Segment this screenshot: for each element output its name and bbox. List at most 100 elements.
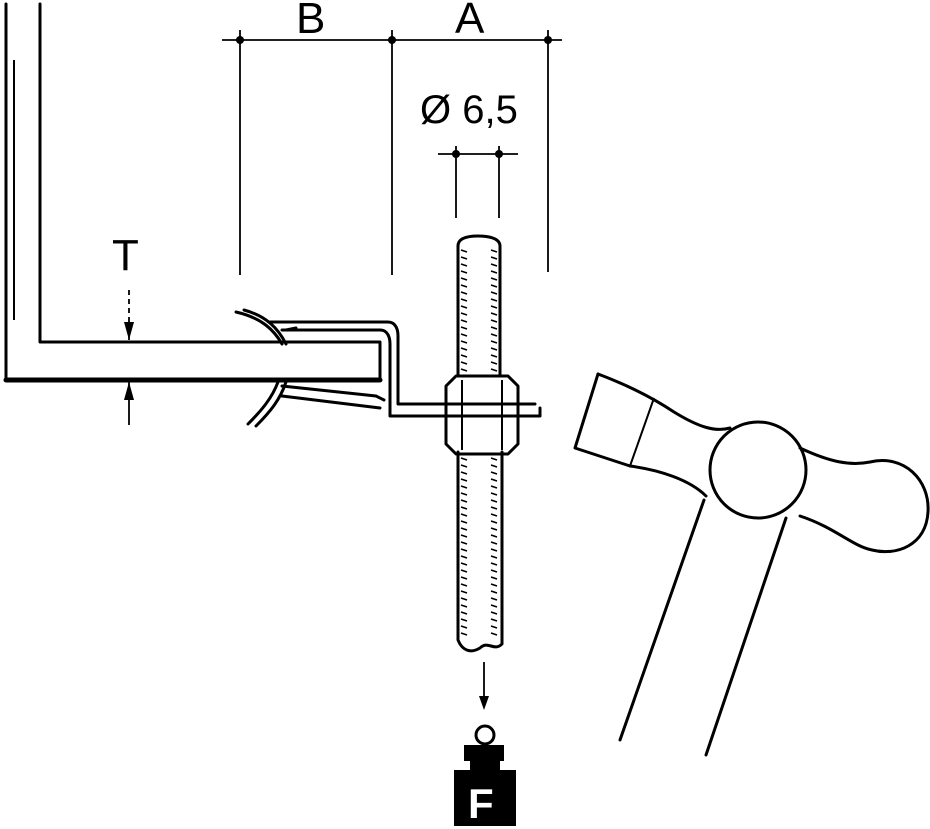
- thread-mark: [490, 277, 498, 281]
- hammer-icon: [573, 372, 930, 757]
- thread-mark: [490, 492, 498, 496]
- thread-mark: [460, 256, 468, 260]
- thread-mark: [460, 457, 468, 461]
- thread-mark: [490, 618, 498, 622]
- thread-mark: [460, 632, 468, 636]
- thread-mark: [460, 312, 468, 316]
- thread-mark: [460, 471, 468, 475]
- thread-mark: [460, 326, 468, 330]
- thickness-dimension: [124, 290, 134, 425]
- thread-mark: [490, 347, 498, 351]
- thread-mark: [460, 541, 468, 545]
- thread-mark: [490, 361, 498, 365]
- diameter-label: Ø 6,5: [420, 88, 518, 132]
- thread-mark: [460, 368, 468, 372]
- thread-mark: [460, 354, 468, 358]
- thread-mark: [490, 340, 498, 344]
- thread-mark: [490, 632, 498, 636]
- thread-mark: [460, 347, 468, 351]
- thread-mark: [490, 284, 498, 288]
- thread-mark: [460, 361, 468, 365]
- thread-mark: [490, 555, 498, 559]
- thread-mark: [490, 541, 498, 545]
- thread-mark: [490, 548, 498, 552]
- thread-mark: [460, 583, 468, 587]
- thread-mark: [490, 562, 498, 566]
- thread-mark: [490, 478, 498, 482]
- thread-mark: [490, 319, 498, 323]
- thread-mark: [460, 305, 468, 309]
- force-arrow: [479, 662, 489, 710]
- thread-mark: [490, 534, 498, 538]
- thread-mark: [460, 513, 468, 517]
- thread-mark: [460, 319, 468, 323]
- thread-mark: [460, 548, 468, 552]
- thread-mark: [460, 485, 468, 489]
- thread-mark: [460, 277, 468, 281]
- thread-mark: [460, 340, 468, 344]
- thread-mark: [460, 464, 468, 468]
- thread-mark: [490, 256, 498, 260]
- dimension-b-label: B: [296, 0, 325, 43]
- thread-mark: [490, 625, 498, 629]
- thread-mark: [490, 499, 498, 503]
- thread-mark: [460, 291, 468, 295]
- weight-label: F: [468, 780, 494, 827]
- thread-mark: [490, 506, 498, 510]
- thread-mark: [460, 555, 468, 559]
- thread-mark: [460, 249, 468, 253]
- thread-mark: [490, 520, 498, 524]
- threaded-stud: [456, 234, 504, 653]
- thread-mark: [460, 478, 468, 482]
- thread-mark: [460, 492, 468, 496]
- thread-mark: [460, 534, 468, 538]
- thread-mark: [490, 611, 498, 615]
- thread-mark: [490, 527, 498, 531]
- thread-mark: [460, 263, 468, 267]
- thread-mark: [490, 298, 498, 302]
- thread-mark: [490, 263, 498, 267]
- thread-mark: [490, 291, 498, 295]
- dimension-a-label: A: [455, 0, 485, 43]
- thread-mark: [490, 464, 498, 468]
- diameter-dimension: [438, 146, 518, 218]
- thread-mark: [460, 333, 468, 337]
- thread-mark: [460, 520, 468, 524]
- thread-mark: [490, 312, 498, 316]
- thread-mark: [490, 583, 498, 587]
- thread-mark: [460, 618, 468, 622]
- thickness-label: T: [112, 231, 139, 280]
- thread-mark: [490, 368, 498, 372]
- hex-nut: [444, 374, 520, 456]
- thread-mark: [490, 326, 498, 330]
- thread-mark: [460, 590, 468, 594]
- thread-mark: [490, 576, 498, 580]
- thread-mark: [490, 513, 498, 517]
- thread-mark: [490, 249, 498, 253]
- spring-clip: [234, 308, 542, 428]
- dimension-lines: [222, 30, 562, 275]
- thread-mark: [490, 471, 498, 475]
- panel-sheet: [3, 2, 383, 383]
- thread-mark: [490, 270, 498, 274]
- thread-mark: [460, 298, 468, 302]
- thread-mark: [460, 625, 468, 629]
- thread-mark: [460, 562, 468, 566]
- thread-mark: [460, 576, 468, 580]
- thread-mark: [490, 333, 498, 337]
- thread-mark: [460, 597, 468, 601]
- thread-mark: [490, 485, 498, 489]
- thread-mark: [460, 604, 468, 608]
- thread-mark: [460, 270, 468, 274]
- thread-mark: [460, 284, 468, 288]
- thread-mark: [490, 457, 498, 461]
- thread-mark: [460, 506, 468, 510]
- thread-mark: [490, 604, 498, 608]
- thread-mark: [490, 354, 498, 358]
- thread-mark: [490, 597, 498, 601]
- thread-mark: [460, 499, 468, 503]
- thread-mark: [490, 590, 498, 594]
- thread-mark: [460, 569, 468, 573]
